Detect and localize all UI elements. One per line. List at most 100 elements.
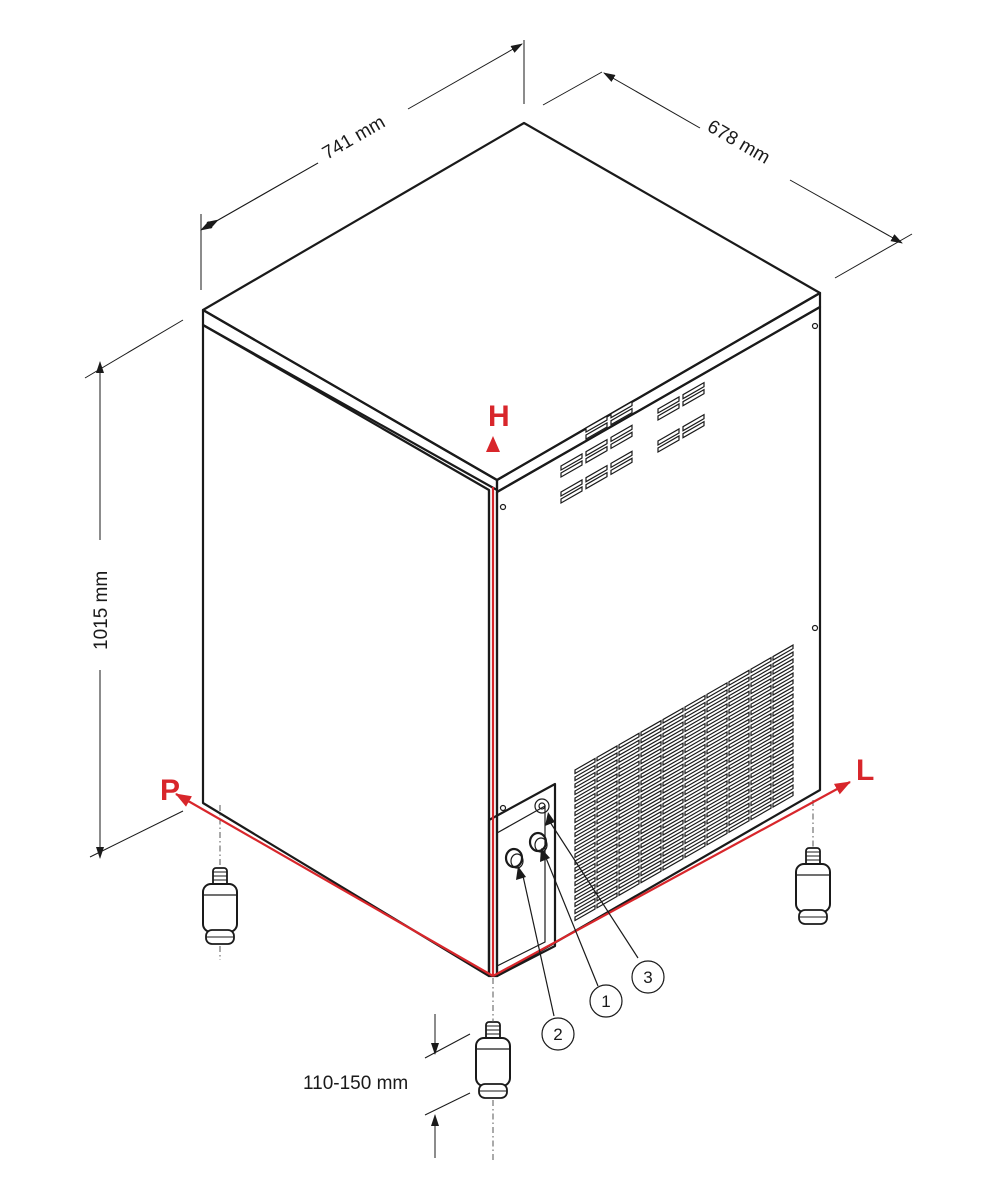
- dimension-depth: 678 mm: [542, 71, 913, 279]
- grille-slat: [706, 772, 728, 790]
- grille-slat: [684, 827, 706, 845]
- dimension-height: 1015 mm: [84, 319, 184, 859]
- grille-slat: [662, 791, 684, 809]
- grille-slat: [596, 835, 618, 853]
- grille-slat: [706, 730, 728, 748]
- grille-slat: [772, 658, 794, 676]
- grille-slat: [750, 733, 772, 751]
- grille-slat: [706, 814, 728, 832]
- grille-slat: [618, 809, 640, 827]
- callout-3: 3: [631, 960, 665, 994]
- vent-slot: [585, 471, 608, 490]
- grille-slat: [640, 761, 662, 779]
- grille-slat: [684, 701, 706, 719]
- grille-slat: [706, 779, 728, 797]
- lid-band-left: [201, 308, 499, 492]
- grille-slat: [640, 810, 662, 828]
- vent-slot: [657, 402, 680, 422]
- grille-slat: [596, 751, 618, 769]
- grille-slat: [728, 725, 750, 743]
- grille-slat: [640, 831, 662, 849]
- grille-slat: [728, 676, 750, 694]
- grille-slat: [728, 711, 750, 729]
- connection-panel-inner: [496, 804, 546, 967]
- grille-slat: [662, 798, 684, 816]
- grille-slat: [772, 770, 794, 788]
- grille-slat: [618, 823, 640, 841]
- grille-slat: [728, 774, 750, 792]
- grille-slat: [574, 785, 596, 803]
- grille-slat: [750, 677, 772, 695]
- grille-slat: [596, 821, 618, 839]
- height-label: 1015 mm: [91, 571, 112, 650]
- vent-slot: [585, 421, 608, 441]
- grille-slat: [618, 795, 640, 813]
- grille-slat: [662, 770, 684, 788]
- grille-slat: [618, 830, 640, 848]
- grille-slat: [750, 698, 772, 716]
- vent-slot: [585, 445, 608, 464]
- grille-slat: [618, 879, 640, 897]
- grille-slat: [728, 816, 750, 834]
- grille-slat: [706, 800, 728, 818]
- grille-slat: [728, 809, 750, 827]
- screw: [811, 322, 819, 330]
- grille-slat: [618, 767, 640, 785]
- vent-slot: [682, 420, 705, 439]
- vent-slot: [682, 381, 705, 400]
- grille-slat: [772, 665, 794, 683]
- grille-slat: [728, 704, 750, 722]
- grille-slat: [706, 709, 728, 727]
- grille-slat: [728, 746, 750, 764]
- vent-slot: [657, 427, 680, 447]
- grille-slat: [772, 714, 794, 732]
- grille-slat: [596, 877, 618, 895]
- grille-slat: [684, 715, 706, 733]
- axis-p-label: P: [160, 774, 180, 807]
- grille-slat: [684, 778, 706, 796]
- grille-slat: [662, 777, 684, 795]
- grille-slat: [574, 820, 596, 838]
- vent-slot: [610, 450, 633, 469]
- grille-slat: [640, 726, 662, 744]
- grille-slat: [706, 793, 728, 811]
- grille-slat: [662, 854, 684, 872]
- grille-slat: [662, 763, 684, 781]
- grille-slat: [750, 726, 772, 744]
- grille-slat: [662, 714, 684, 732]
- grille-slat: [596, 800, 618, 818]
- grille-slat: [772, 679, 794, 697]
- left-face: [201, 323, 491, 978]
- axis-p-line: [175, 793, 494, 977]
- vent-slot: [610, 431, 633, 450]
- grille-slat: [728, 760, 750, 778]
- grille-slat: [728, 690, 750, 708]
- grille-slat: [772, 742, 794, 760]
- grille-slat: [772, 728, 794, 746]
- grille-slat: [684, 743, 706, 761]
- vent-slot: [657, 434, 680, 454]
- callouts: 2 1 3: [516, 812, 665, 1051]
- grille-slat: [772, 784, 794, 802]
- grille-slat: [728, 781, 750, 799]
- grille-slat: [750, 670, 772, 688]
- grille-slat: [728, 739, 750, 757]
- grille-slat: [684, 708, 706, 726]
- foot: [475, 1021, 511, 1099]
- grille-slat: [684, 729, 706, 747]
- grille-slat: [728, 718, 750, 736]
- vent-slot: [560, 452, 583, 472]
- grille-slat: [772, 721, 794, 739]
- grille-slat: [662, 819, 684, 837]
- vent-slot: [585, 438, 608, 457]
- grille-slat: [662, 805, 684, 823]
- grille-slat: [750, 754, 772, 772]
- grille-slat: [706, 688, 728, 706]
- adjustable-feet: [202, 800, 831, 1160]
- grille-slat: [640, 803, 662, 821]
- condenser-grille: [574, 644, 794, 922]
- grille-slat: [750, 747, 772, 765]
- grille-slat: [618, 732, 640, 750]
